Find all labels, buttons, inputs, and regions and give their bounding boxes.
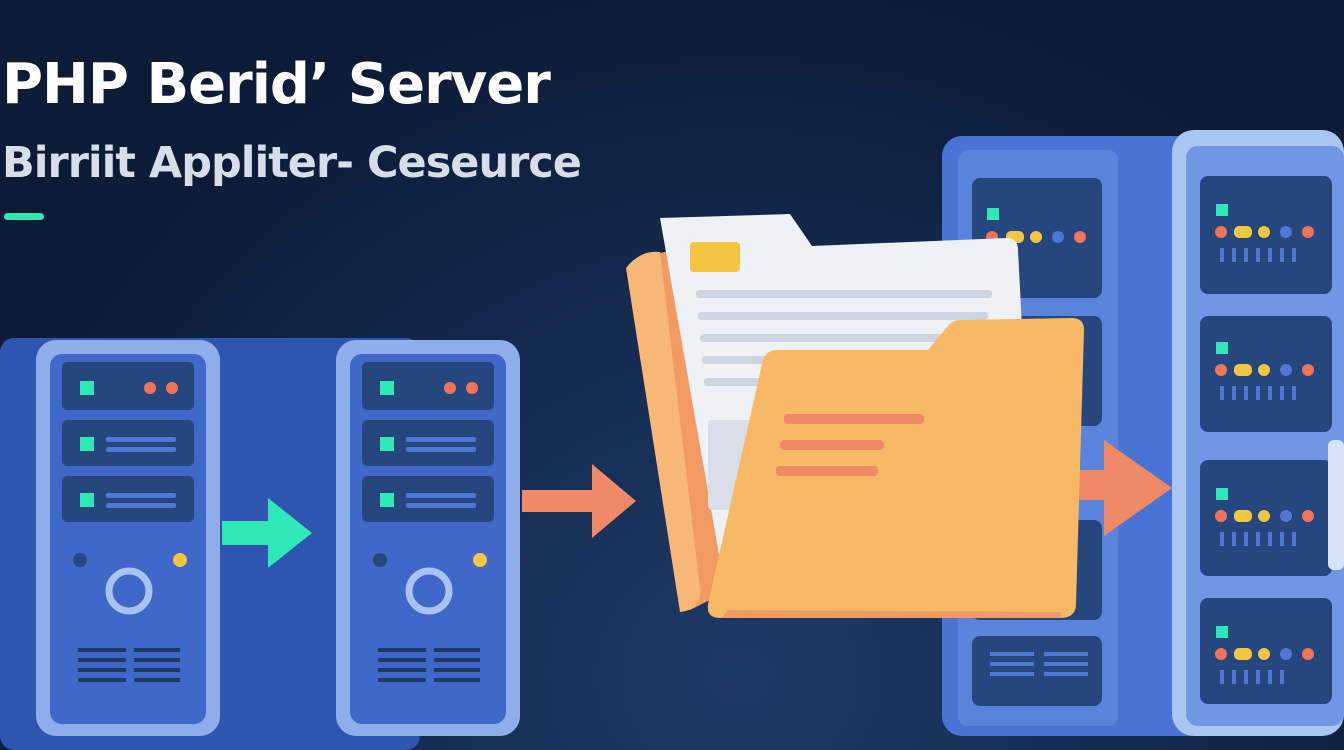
folder-icon: [707, 318, 1084, 618]
accent-bar: [4, 213, 44, 220]
server-rack-icon: [1172, 130, 1344, 736]
server-rack-icon: [36, 340, 220, 736]
teal-arrow-icon: [222, 498, 312, 568]
page-title: PHP Berid’ Server: [2, 52, 551, 117]
server-rack-icon: [336, 340, 520, 736]
page-subtitle: Birriit Appliter- Ceseurce: [2, 138, 582, 188]
orange-arrow-icon: [522, 464, 636, 538]
